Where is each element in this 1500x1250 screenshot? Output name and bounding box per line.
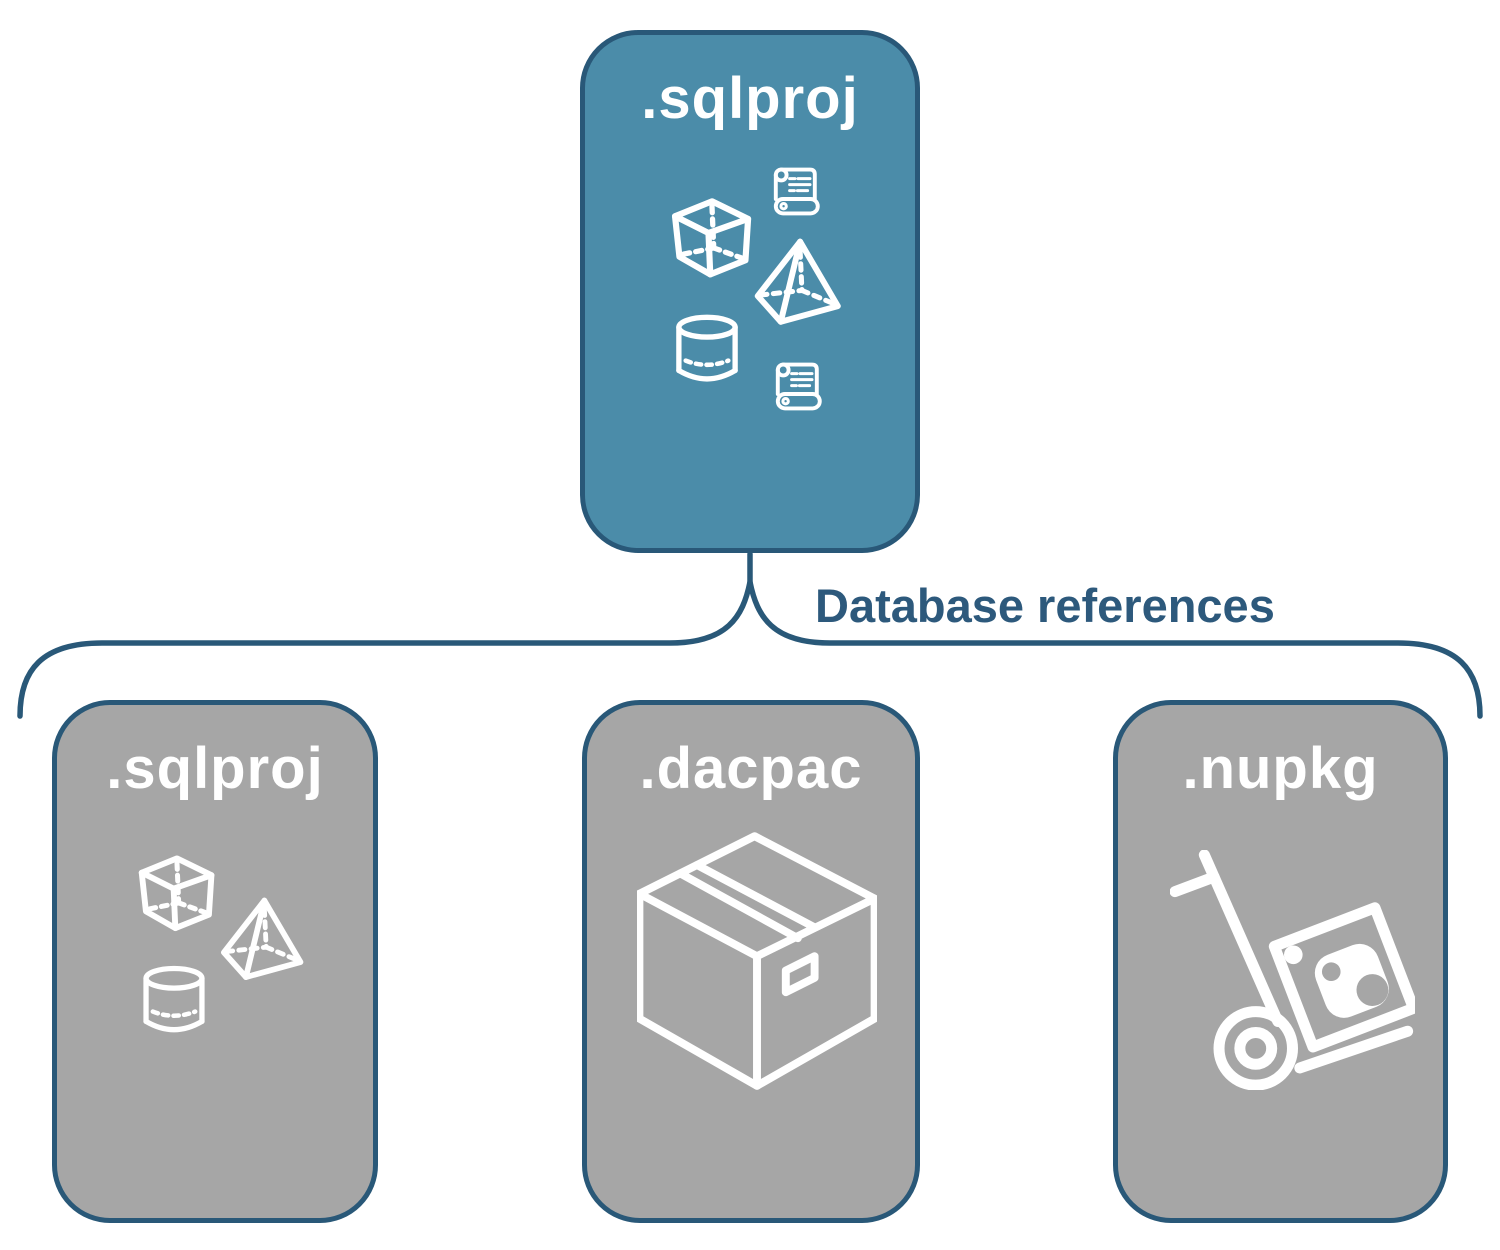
child-node-label: .sqlproj <box>106 736 324 801</box>
cylinder-icon <box>672 312 742 388</box>
package-box-icon <box>637 830 877 1092</box>
node-child-sqlproj: .sqlproj <box>52 700 378 1223</box>
pyramid-icon <box>210 897 310 985</box>
cylinder-icon <box>140 963 208 1039</box>
child-node-label: .nupkg <box>1182 736 1379 801</box>
node-child-dacpac: .dacpac <box>582 700 920 1223</box>
scroll-icon <box>770 358 824 418</box>
cube-icon <box>133 850 221 934</box>
child-node-label: .dacpac <box>639 736 863 801</box>
scroll-icon <box>768 163 822 223</box>
root-node-label: .sqlproj <box>641 66 859 131</box>
connector-label: Database references <box>815 579 1275 632</box>
node-child-nupkg: .nupkg <box>1113 700 1448 1223</box>
cube-icon <box>668 192 756 281</box>
nuget-handtruck-icon <box>1170 850 1415 1090</box>
pyramid-icon <box>747 238 844 330</box>
node-root-sqlproj: .sqlproj <box>580 30 920 553</box>
